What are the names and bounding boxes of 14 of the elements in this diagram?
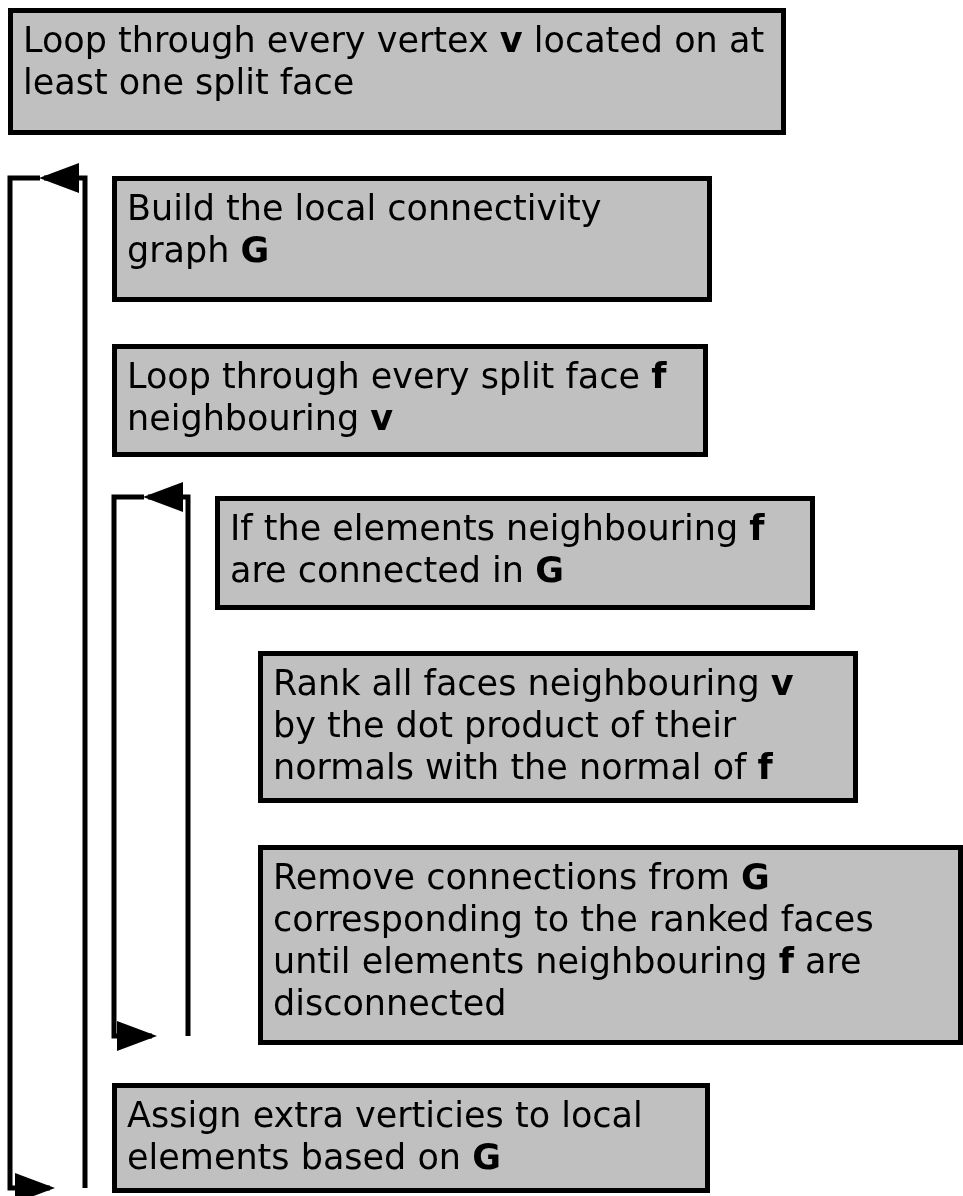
loop-step-box (8, 8, 786, 135)
process-box (258, 651, 858, 803)
step-text: If the elements neighbouring f are connected in G (230, 507, 766, 591)
step-text: Rank all faces neighbouring v by the dot product of their normals with the normal of f (273, 662, 795, 788)
condition-box (215, 496, 815, 610)
step-text: Build the local connectivity graph G (127, 187, 603, 271)
process-box (112, 1083, 710, 1193)
step-text: Assign extra verticies to local elements based on G (127, 1094, 644, 1178)
step-text: Loop through every split face f neighbouring v (127, 355, 668, 439)
step-text: Loop through every vertex v located on at least one split face (23, 19, 766, 103)
loop-step-box (112, 344, 708, 457)
process-box (258, 845, 963, 1045)
process-box (112, 176, 712, 302)
step-text: Remove connections from G corresponding to the ranked faces until elements neighbouring f are disconnected (273, 856, 875, 1024)
